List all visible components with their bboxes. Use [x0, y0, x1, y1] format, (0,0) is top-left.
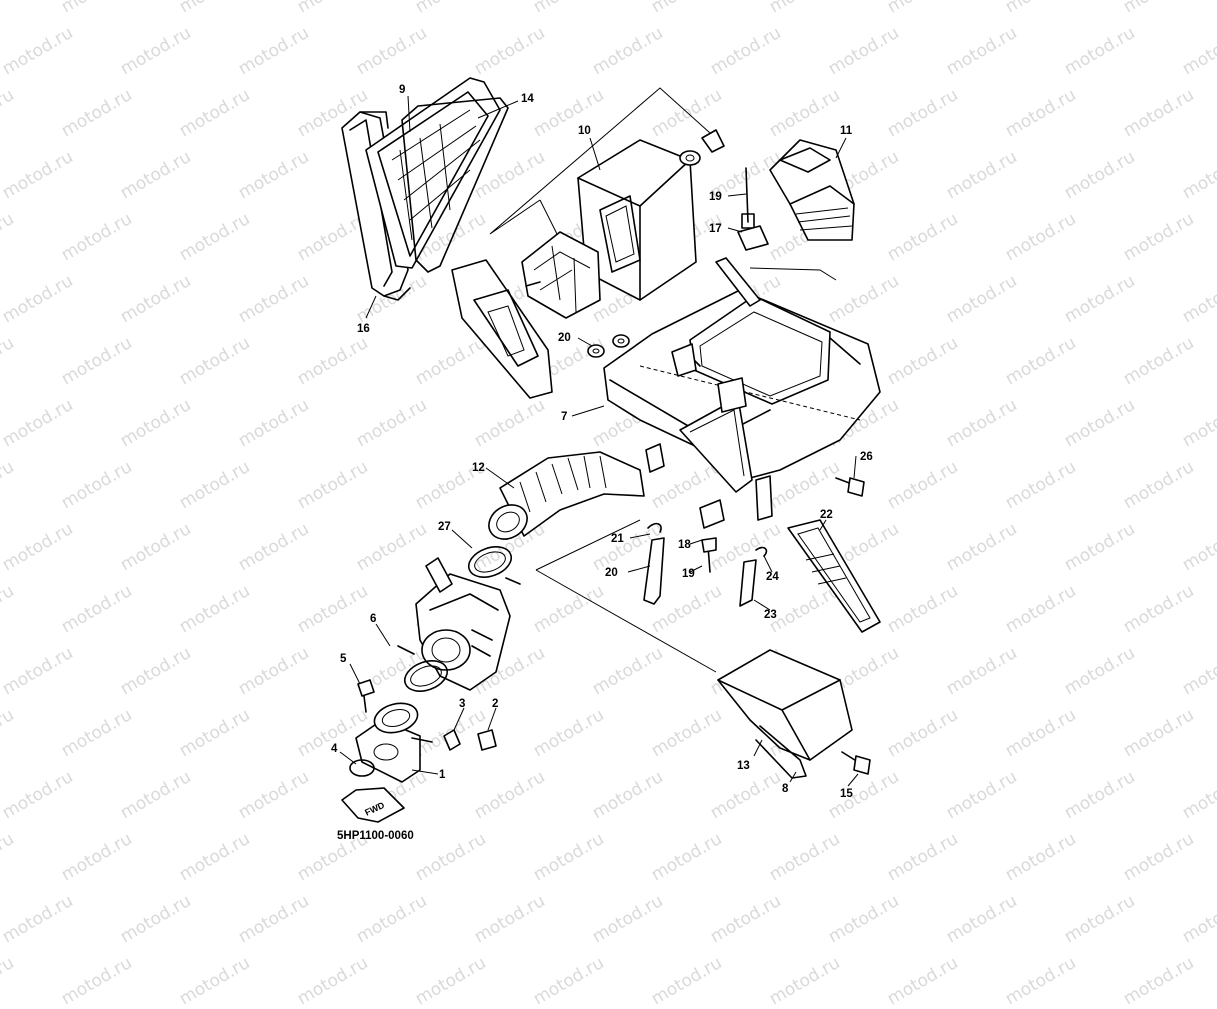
part-oring-4 [349, 759, 375, 777]
part-lower-duct [717, 649, 853, 779]
part-element-holder [521, 231, 601, 319]
watermark-text: motod.ru [176, 953, 254, 1009]
part-screw-5 [357, 679, 375, 713]
callout-27: 27 [438, 521, 451, 533]
callout-15: 15 [840, 788, 853, 800]
callout-18: 18 [678, 539, 691, 551]
part-gasket [401, 97, 509, 273]
part-grommets-20 [587, 334, 630, 358]
parts-diagram: FWD 9 14 10 11 [331, 77, 881, 823]
callout-5: 5 [340, 653, 347, 665]
watermark-text: motod.ru [530, 953, 608, 1009]
callout-13: 13 [737, 760, 750, 772]
part-filter-frame [451, 259, 553, 399]
callout-24: 23 [764, 609, 777, 621]
part-bolt-26 [835, 477, 865, 497]
watermark-text: motod.ru [1002, 953, 1080, 1009]
part-drain-24 [739, 559, 757, 607]
part-bracket-18 [699, 499, 725, 529]
part-intake-duct [769, 139, 855, 241]
part-clamp-6 [397, 645, 449, 692]
callout-21: 20 [605, 567, 618, 579]
callout-3: 3 [459, 698, 465, 710]
part-clip-25 [755, 546, 768, 557]
watermark-text: motod.ru [648, 953, 726, 1009]
part-fitting-3 [443, 729, 461, 751]
callout-17: 17 [709, 223, 722, 235]
watermark-text: motod.ru [412, 953, 490, 1009]
callout-labels: 9 14 10 11 19 17 16 20 7 12 26 22 27 21 … [331, 84, 873, 800]
watermark-text: motod.ru [766, 953, 844, 1009]
part-filter-case [603, 257, 881, 521]
part-bolt-15 [841, 751, 871, 775]
callout-23: 22 [820, 509, 833, 521]
callout-9: 9 [399, 84, 405, 96]
callout-14: 14 [521, 93, 534, 105]
callout-6: 6 [370, 613, 376, 625]
part-intake-hose [488, 451, 645, 540]
watermark-text: motod.ru [294, 953, 372, 1009]
callout-22: 21 [611, 533, 624, 545]
callout-26: 26 [860, 451, 873, 463]
callout-10: 10 [578, 125, 591, 137]
callout-16: 16 [357, 323, 370, 335]
part-manifold [355, 702, 433, 783]
part-clip-19-lower [701, 537, 717, 573]
part-drain-21 [643, 537, 665, 605]
callout-leaders [339, 95, 859, 787]
part-clip-top [737, 167, 769, 251]
watermark-text: motod.ru [58, 953, 136, 1009]
part-filter-cover [341, 77, 501, 301]
callout-19-top: 19 [709, 191, 722, 203]
fwd-arrow-icon: FWD [341, 787, 405, 823]
callout-19-lower: 19 [682, 568, 695, 580]
callout-20: 20 [558, 332, 571, 344]
part-cap-2 [477, 729, 497, 751]
callout-2: 2 [492, 698, 498, 710]
callout-8: 8 [782, 783, 789, 795]
watermark-text: motod.ru [0, 953, 18, 1009]
callout-11: 11 [840, 125, 853, 137]
watermark-text: motod.ru [884, 953, 962, 1009]
part-clamp-27 [467, 546, 521, 585]
callout-12: 12 [472, 462, 485, 474]
callout-7: 7 [561, 411, 567, 423]
callout-1: 1 [439, 769, 446, 781]
part-clip-22 [647, 522, 662, 533]
diagram-code: 5HP1100-0060 [337, 830, 414, 842]
part-carburetor [415, 557, 511, 691]
watermark-text: motod.ru [1120, 953, 1198, 1009]
callout-25: 24 [766, 571, 779, 583]
part-grommet-top [679, 129, 725, 166]
part-screen-23 [787, 519, 881, 633]
callout-4: 4 [331, 743, 338, 755]
